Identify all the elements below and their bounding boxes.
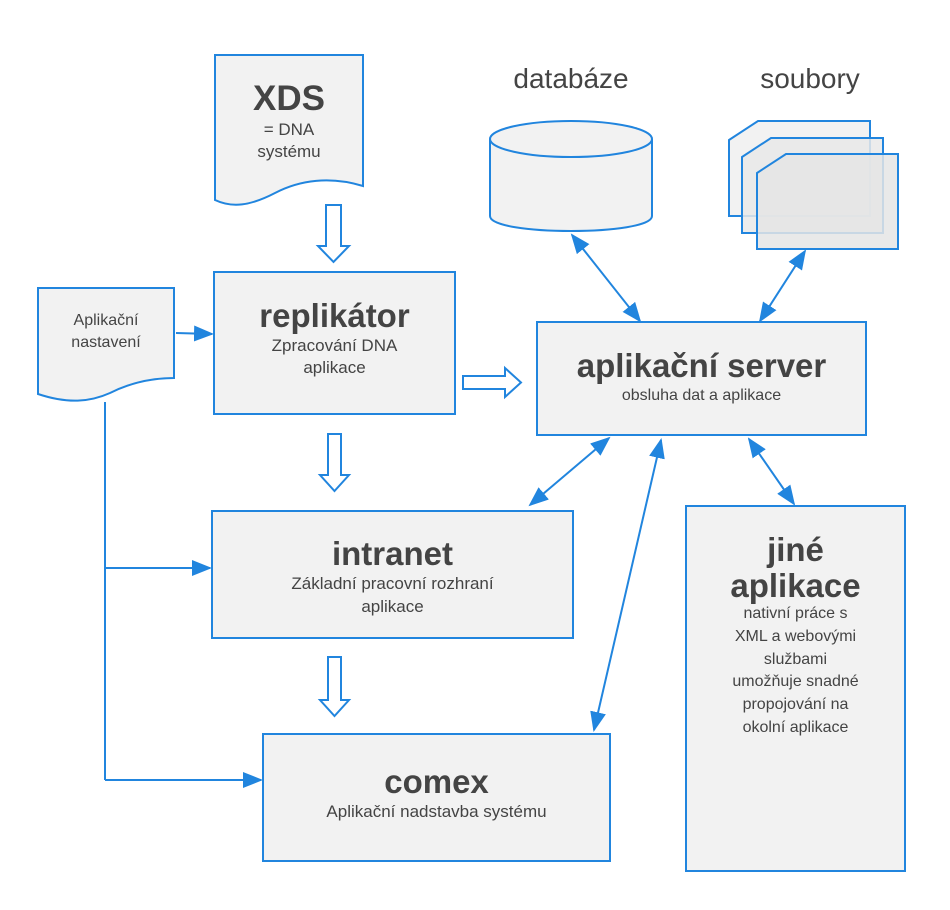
intranet-subtitle-line: Základní pracovní rozhraní (291, 573, 494, 593)
intranet-title: intranet (331, 535, 453, 572)
other-apps-subtitle-line: okolní aplikace (742, 718, 849, 736)
app-settings-line: nastavení (71, 333, 141, 351)
xds-title: XDS (253, 79, 325, 118)
app-server-title: aplikační server (576, 347, 827, 384)
intranet-node: intranet Základní pracovní rozhraní apli… (212, 534, 573, 617)
app-settings-node: Aplikační nastavení (38, 310, 174, 353)
other-apps-subtitle-line: nativní práce s (743, 605, 848, 623)
other-apps-subtitle-line: umožňuje snadné (732, 673, 859, 691)
hollow-arrow-replicator-to-server (462, 365, 523, 400)
other-apps-title-line: aplikace (730, 566, 861, 604)
app-settings-line: Aplikační (73, 312, 139, 329)
other-apps-title-line: jiné (767, 531, 824, 568)
xds-node: XDS = DNA systému (215, 78, 363, 163)
replicator-subtitle-line: aplikace (303, 357, 366, 377)
other-apps-subtitle-line: propojování na (742, 696, 849, 714)
double-arrow-database-server (570, 233, 642, 323)
replicator-title: replikátor (259, 297, 410, 334)
app-server-node: aplikační server obsluha dat a aplikace (537, 346, 866, 405)
intranet-box[interactable] (211, 510, 574, 639)
connector-settings-to-replicator (175, 325, 214, 342)
xds-document-shape[interactable] (214, 54, 364, 206)
files-label: soubory (760, 63, 860, 94)
double-arrow-server-comex (590, 438, 665, 732)
comex-title: comex (384, 763, 489, 800)
hollow-arrow-replicator-to-intranet (317, 433, 352, 493)
database-label: databáze (513, 63, 629, 94)
app-server-subtitle: obsluha dat a aplikace (621, 386, 782, 404)
replicator-subtitle-line: Zpracování DNA (271, 335, 398, 355)
files-icon[interactable] (728, 120, 899, 250)
other-apps-subtitle-line: službami (763, 650, 828, 668)
other-apps-node: jiné aplikace nativní práce s XML a webo… (686, 532, 905, 740)
double-arrow-server-intranet (528, 436, 611, 507)
replicator-node: replikátor Zpracování DNA aplikace (214, 296, 455, 378)
intranet-subtitle-line: aplikace (361, 596, 424, 616)
comex-subtitle: Aplikační nadstavba systému (326, 801, 547, 821)
hollow-arrow-intranet-to-comex (317, 656, 352, 718)
comex-box[interactable] (262, 733, 611, 862)
comex-node: comex Aplikační nadstavba systému (263, 762, 610, 822)
hollow-arrow-xds-to-replicator (315, 204, 352, 264)
other-apps-subtitle-line: XML a webovými (734, 627, 857, 645)
database-icon[interactable] (489, 120, 653, 232)
double-arrow-files-server (758, 249, 807, 323)
app-settings-document-shape[interactable] (37, 287, 175, 402)
app-server-box[interactable] (536, 321, 867, 436)
xds-subtitle-line: = DNA (263, 120, 315, 139)
double-arrow-server-other-apps (747, 437, 796, 506)
xds-subtitle-line: systému (257, 142, 321, 162)
other-apps-box[interactable] (685, 505, 906, 872)
replicator-box[interactable] (213, 271, 456, 415)
